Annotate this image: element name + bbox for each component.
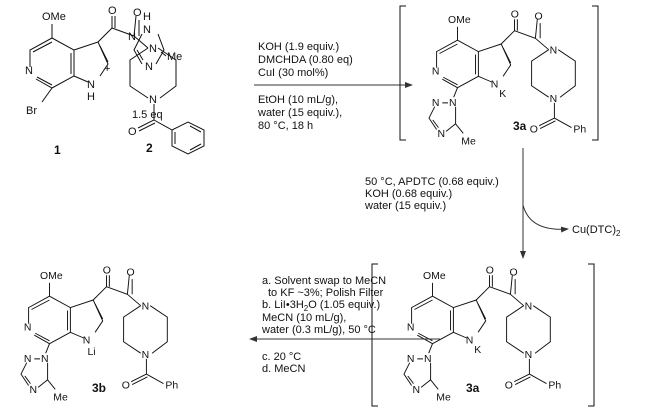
- condition-text: water (0.3 mL/g), 50 °C: [261, 324, 376, 336]
- pyrrole-n-label: N: [491, 80, 499, 91]
- condition-text: DMCHDA (0.80 eq): [258, 54, 353, 66]
- plus-sign: +: [104, 63, 110, 75]
- condition-text: b. LiI•3H2O (1.05 equiv.): [262, 299, 380, 313]
- triazole-n-label: N: [424, 354, 432, 365]
- amide-o-label: O: [534, 11, 542, 22]
- triazole-n-label: N: [413, 385, 421, 396]
- amide-o-label: O: [133, 7, 142, 19]
- condition-text: MeCN (10 mL/g),: [262, 312, 346, 324]
- amide-o-label: O: [126, 267, 134, 278]
- condition-text: a. Solvent swap to MeCN: [262, 275, 386, 287]
- pyrrole-n-label: N: [83, 336, 91, 347]
- methyl-label: Me: [167, 51, 182, 63]
- condition-text: to KF ~3%; Polish Filter: [268, 287, 384, 299]
- condition-text: 50 °C, APDTC (0.68 equiv.): [365, 176, 499, 188]
- step3: a. Solvent swap to MeCN to KF ~3%; Polis…: [249, 275, 440, 375]
- keto-o-label: O: [108, 5, 117, 17]
- condition-text: d. MeCN: [262, 363, 305, 375]
- methoxy-label: OMe: [40, 271, 63, 282]
- benzoyl-o-label: O: [128, 126, 137, 138]
- bracket: [399, 5, 599, 141]
- triazole-n-label: N: [145, 61, 153, 73]
- compound-2: N H N N Me 1.5 eq 2: [128, 11, 182, 155]
- benzoyl-o-label: O: [530, 124, 538, 135]
- methyl-label: Me: [436, 393, 451, 404]
- phenyl-label: Ph: [165, 380, 178, 391]
- condition-text: KOH (1.9 equiv.): [258, 41, 339, 53]
- pyridine-n-label: N: [24, 322, 32, 333]
- pyrrole-n-label: N: [87, 79, 95, 91]
- methoxy-label: OMe: [423, 271, 446, 282]
- piperazine-n-label: N: [550, 94, 558, 105]
- step2: 50 °C, APDTC (0.68 equiv.) KOH (0.68 equ…: [364, 148, 621, 259]
- triazole-n-label: N: [143, 24, 151, 36]
- phenyl-label: Ph: [573, 124, 586, 135]
- lithium-label: Li: [88, 347, 96, 358]
- step1: KOH (1.9 equiv.) DMCHDA (0.80 eq) CuI (3…: [254, 41, 413, 132]
- bracket: [371, 263, 595, 407]
- piperazine-n-label: N: [149, 94, 157, 106]
- triazole-n-label: N: [407, 354, 415, 365]
- potassium-label: K: [474, 345, 481, 356]
- condition-text: EtOH (10 mL/g),: [258, 94, 338, 106]
- condition-text: water (15 equiv.): [364, 200, 446, 212]
- pyridine-n-label: N: [407, 322, 415, 333]
- phenyl-label: Ph: [548, 380, 561, 391]
- compound-label-3a: 3a: [513, 119, 527, 133]
- triazole-n-label: N: [24, 354, 32, 365]
- pyrrole-h-label: H: [87, 91, 95, 103]
- triazole-n-label: N: [449, 98, 457, 109]
- triazole-n-label: N: [432, 98, 440, 109]
- compound-label-3b: 3b: [92, 381, 106, 395]
- methoxy-label: OMe: [42, 11, 66, 23]
- benzoyl-o-label: O: [122, 380, 130, 391]
- condition-text: c. 20 °C: [262, 351, 301, 363]
- condition-text: KOH (0.68 equiv.): [365, 188, 452, 200]
- pyridine-n-label: N: [25, 65, 33, 77]
- amide-o-label: O: [509, 267, 517, 278]
- triazole-n-label: N: [438, 129, 446, 140]
- byproduct-label: Cu(DTC)2: [572, 224, 621, 238]
- piperazine-n-label: N: [142, 302, 150, 313]
- piperazine-n-label: N: [142, 350, 150, 361]
- piperazine-n-label: N: [149, 43, 157, 55]
- piperazine-n-label: N: [525, 302, 533, 313]
- benzoyl-o-label: O: [505, 380, 513, 391]
- keto-o-label: O: [511, 9, 519, 20]
- condition-text: CuI (30 mol%): [258, 67, 328, 79]
- equivalents-label: 1.5 eq: [132, 109, 163, 121]
- compound-label-2: 2: [146, 141, 153, 155]
- condition-text: 80 °C, 18 h: [258, 120, 313, 132]
- triazole-n-label: N: [30, 385, 38, 396]
- potassium-label: K: [499, 89, 506, 100]
- compound-label-3a: 3a: [466, 381, 480, 395]
- piperazine-n-label: N: [525, 350, 533, 361]
- triazole-n-label: N: [128, 31, 136, 43]
- pyrrole-n-label: N: [466, 336, 474, 347]
- triazole-n-label: N: [41, 354, 49, 365]
- piperazine-n-label: N: [550, 46, 558, 57]
- phenyl-ring: [171, 121, 205, 155]
- methyl-label: Me: [53, 393, 68, 404]
- pyridine-n-label: N: [432, 66, 440, 77]
- keto-o-label: O: [486, 265, 494, 276]
- triazole-h-label: H: [143, 11, 151, 23]
- bromo-label: Br: [26, 105, 37, 117]
- methyl-label: Me: [461, 137, 476, 148]
- methoxy-label: OMe: [448, 15, 471, 26]
- condition-text: water (15 equiv.),: [257, 107, 342, 119]
- keto-o-label: O: [103, 265, 111, 276]
- compound-label-1: 1: [54, 143, 61, 157]
- byproduct-arrow: [522, 204, 569, 233]
